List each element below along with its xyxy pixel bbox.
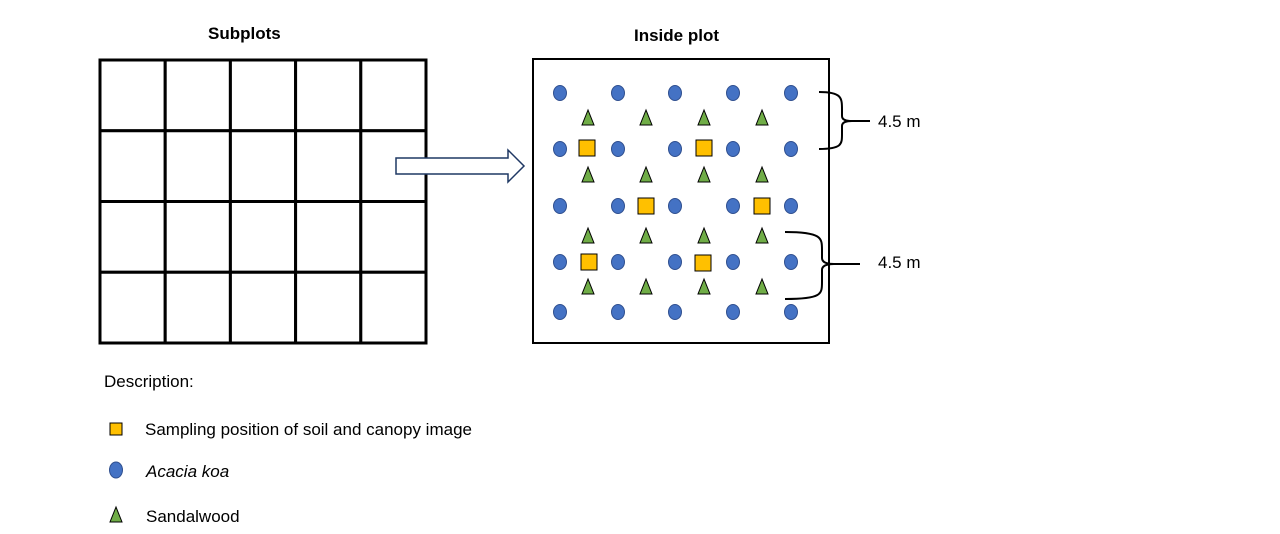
acacia-koa-marker <box>553 141 567 157</box>
acacia-koa-marker <box>726 304 740 320</box>
subplot-cell <box>98 200 167 274</box>
acacia-koa-marker <box>668 254 682 270</box>
legend-label-sampling: Sampling position of soil and canopy ima… <box>145 420 472 439</box>
sandalwood-marker <box>581 277 595 295</box>
legend-circle-icon <box>109 461 123 479</box>
brace-bottom <box>784 231 860 300</box>
subplot-cell <box>294 129 363 203</box>
legend-label-acacia: Acacia koa <box>146 462 230 481</box>
acacia-koa-marker <box>611 254 625 270</box>
legend-triangle-icon <box>109 505 123 523</box>
subplot-cell <box>294 270 363 345</box>
acacia-koa-marker <box>784 304 798 320</box>
acacia-koa-marker <box>726 254 740 270</box>
subplot-cell <box>359 58 428 133</box>
acacia-koa-marker <box>784 141 798 157</box>
sandalwood-marker <box>697 108 711 126</box>
acacia-koa-marker <box>611 198 625 214</box>
acacia-koa-marker <box>784 198 798 214</box>
sandalwood-marker <box>697 165 711 183</box>
acacia-koa-marker <box>668 198 682 214</box>
sandalwood-marker <box>639 226 653 244</box>
subplots-grid <box>98 58 428 345</box>
subplot-cell <box>98 58 167 133</box>
sandalwood-marker <box>581 226 595 244</box>
legend-square-icon <box>109 422 123 436</box>
subplot-cell <box>228 270 298 345</box>
subplot-cell <box>163 270 232 345</box>
subplot-cell <box>359 200 428 274</box>
acacia-koa-marker <box>668 141 682 157</box>
subplot-cell <box>228 200 298 274</box>
acacia-koa-marker <box>784 85 798 101</box>
subplot-cell <box>228 58 298 133</box>
acacia-koa-marker <box>553 85 567 101</box>
acacia-koa-marker <box>611 304 625 320</box>
subplot-cell <box>163 200 232 274</box>
sandalwood-marker <box>697 277 711 295</box>
subplot-cell <box>98 270 167 345</box>
subplot-cell <box>294 58 363 133</box>
acacia-koa-marker <box>726 85 740 101</box>
sampling-position-marker <box>694 254 712 272</box>
arrow-right-icon <box>395 148 526 184</box>
sampling-position-marker <box>753 197 771 215</box>
sandalwood-marker <box>639 165 653 183</box>
acacia-koa-marker <box>553 198 567 214</box>
acacia-koa-marker <box>611 141 625 157</box>
brace-top <box>818 91 870 150</box>
sampling-position-marker <box>578 139 596 157</box>
subplot-cell <box>163 129 232 203</box>
sandalwood-marker <box>697 226 711 244</box>
acacia-koa-marker <box>611 85 625 101</box>
legend-label-sandalwood: Sandalwood <box>146 507 240 526</box>
inside-plot-box <box>532 58 830 344</box>
sandalwood-marker <box>755 108 769 126</box>
subplots-title: Subplots <box>208 24 281 43</box>
acacia-koa-marker <box>668 304 682 320</box>
acacia-koa-marker <box>668 85 682 101</box>
sandalwood-marker <box>755 277 769 295</box>
dimension-label-top: 4.5 m <box>878 112 921 131</box>
subplot-cell <box>359 270 428 345</box>
acacia-koa-marker <box>726 198 740 214</box>
acacia-koa-marker <box>553 254 567 270</box>
subplot-cell <box>228 129 298 203</box>
subplot-cell <box>163 58 232 133</box>
sandalwood-marker <box>755 226 769 244</box>
inside-plot-title: Inside plot <box>634 26 719 45</box>
sandalwood-marker <box>639 277 653 295</box>
sampling-position-marker <box>637 197 655 215</box>
subplot-cell <box>294 200 363 274</box>
sandalwood-marker <box>639 108 653 126</box>
sandalwood-marker <box>755 165 769 183</box>
subplot-cell <box>98 129 167 203</box>
sandalwood-marker <box>581 108 595 126</box>
inside-plot-markers <box>553 85 798 320</box>
sandalwood-marker <box>581 165 595 183</box>
sampling-position-marker <box>695 139 713 157</box>
dimension-label-bottom: 4.5 m <box>878 253 921 272</box>
acacia-koa-marker <box>553 304 567 320</box>
acacia-koa-marker <box>784 254 798 270</box>
legend-heading: Description: <box>104 372 194 391</box>
sampling-position-marker <box>580 253 598 271</box>
acacia-koa-marker <box>726 141 740 157</box>
